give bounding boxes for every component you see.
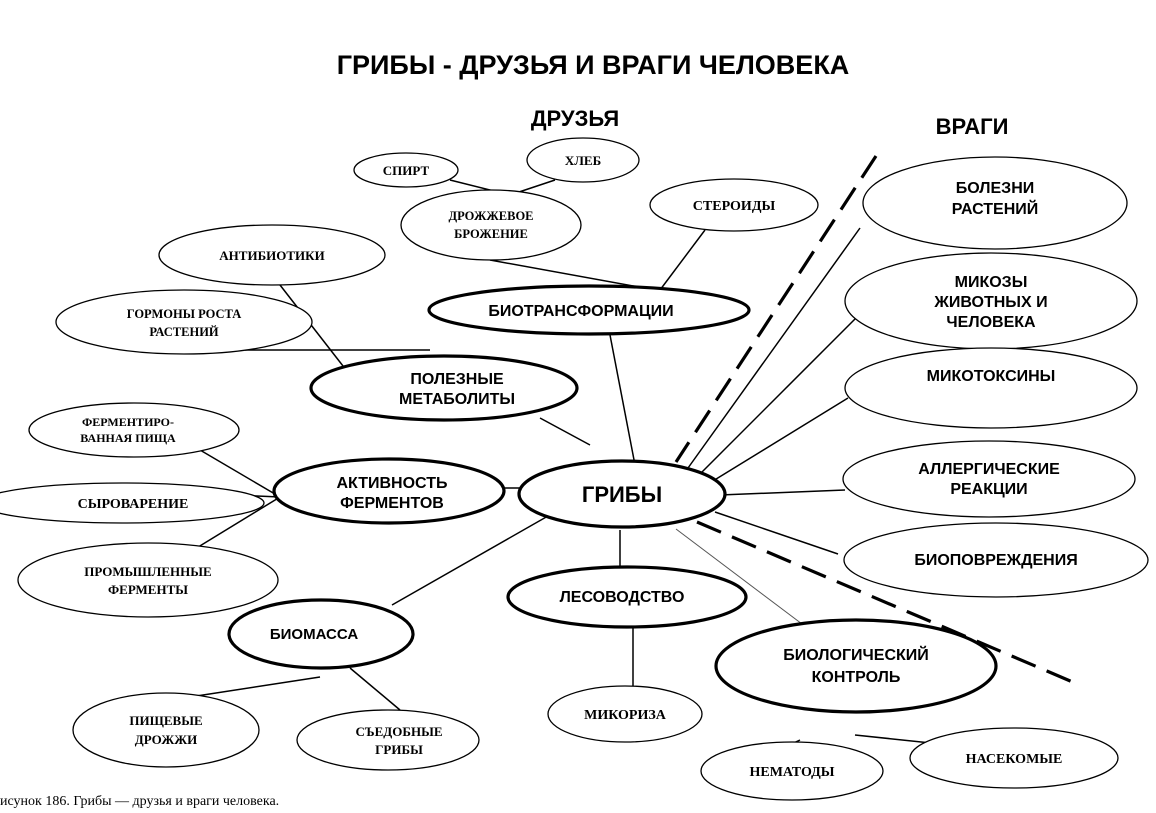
line-biomass-food-yeast [189, 676, 321, 698]
node-fermented-food-line2: ВАННАЯ ПИЩА [80, 431, 176, 445]
node-nematodes-label: НЕМАТОДЫ [749, 765, 834, 780]
line-biomass-edible [349, 667, 401, 711]
node-industrial-enzymes-line1: ПРОМЫШЛЕННЫЕ [84, 564, 211, 579]
node-mycoses: МИКОЗЫ ЖИВОТНЫХ И ЧЕЛОВЕКА [844, 252, 1138, 350]
enemies-heading: ВРАГИ [936, 114, 1009, 139]
line-steroids-biotransformation [659, 229, 706, 291]
node-growth-hormones-line1: ГОРМОНЫ РОСТА [127, 307, 242, 321]
node-center: ГРИБЫ [517, 459, 727, 529]
node-insects-label: НАСЕКОМЫЕ [966, 752, 1063, 767]
node-forestry-label: ЛЕСОВОДСТВО [560, 589, 685, 606]
node-enzymes-line1: АКТИВНОСТЬ [337, 475, 448, 492]
node-industrial-enzymes: ПРОМЫШЛЕННЫЕ ФЕРМЕНТЫ [17, 542, 279, 618]
friends-heading: ДРУЗЬЯ [531, 106, 619, 131]
node-center-label: ГРИБЫ [582, 482, 662, 507]
node-enzymes: АКТИВНОСТЬ ФЕРМЕНТОВ [272, 457, 506, 525]
node-forestry: ЛЕСОВОДСТВО [506, 565, 748, 629]
node-biotransformation-label: БИОТРАНСФОРМАЦИИ [488, 303, 673, 320]
separator-dashed-lower [696, 520, 1076, 685]
node-metabolites: ПОЛЕЗНЫЕ МЕТАБОЛИТЫ [309, 354, 579, 422]
diagram-title: ГРИБЫ - ДРУЗЬЯ И ВРАГИ ЧЕЛОВЕКА [337, 50, 850, 80]
node-biomass-label: БИОМАССА [270, 626, 358, 643]
node-bio-control: БИОЛОГИЧЕСКИЙ КОНТРОЛЬ [714, 618, 998, 714]
line-fermented-food-enzymes [199, 449, 281, 498]
node-steroids-label: СТЕРОИДЫ [693, 199, 776, 214]
node-metabolites-line1: ПОЛЕЗНЫЕ [410, 371, 504, 388]
node-alcohol: СПИРТ [353, 152, 459, 188]
node-bread-label: ХЛЕБ [565, 153, 601, 168]
node-plant-diseases: БОЛЕЗНИ РАСТЕНИЙ [862, 156, 1128, 250]
node-biodamage: БИОПОВРЕЖДЕНИЯ [843, 522, 1149, 598]
node-plant-diseases-line2: РАСТЕНИЙ [952, 199, 1039, 218]
figure-caption: исунок 186. Грибы — друзья и враги челов… [0, 794, 279, 809]
separator-dashed-upper [674, 155, 878, 463]
node-mycoses-line1: МИКОЗЫ [955, 274, 1028, 291]
node-fermented-food: ФЕРМЕНТИРО- ВАННАЯ ПИЩА [28, 402, 240, 458]
line-center-biocontrol [675, 528, 811, 631]
node-mycotoxins: МИКОТОКСИНЫ [844, 347, 1138, 429]
node-plant-diseases-line1: БОЛЕЗНИ [956, 180, 1035, 197]
node-steroids: СТЕРОИДЫ [649, 178, 819, 232]
node-cheese-making: СЫРОВАРЕНИЕ [0, 482, 265, 524]
node-food-yeast: ПИЩЕВЫЕ ДРОЖЖИ [72, 692, 260, 768]
node-mycoses-line2: ЖИВОТНЫХ И [933, 294, 1047, 311]
node-yeast-fermentation-line2: БРОЖЕНИЕ [454, 227, 528, 241]
node-food-yeast-line2: ДРОЖЖИ [135, 732, 197, 747]
line-biotransformation-center [609, 334, 636, 466]
node-biotransformation: БИОТРАНСФОРМАЦИИ [427, 284, 751, 336]
node-industrial-enzymes-line2: ФЕРМЕНТЫ [108, 582, 188, 597]
node-mycotoxins-label: МИКОТОКСИНЫ [927, 368, 1056, 385]
node-mycorrhiza-label: МИКОРИЗА [584, 708, 667, 723]
node-nematodes: НЕМАТОДЫ [700, 741, 884, 801]
node-yeast-fermentation-line1: ДРОЖЖЕВОЕ [448, 209, 533, 223]
node-insects: НАСЕКОМЫЕ [909, 727, 1119, 789]
node-bio-control-line1: БИОЛОГИЧЕСКИЙ [783, 645, 929, 664]
node-growth-hormones-line2: РАСТЕНИЙ [149, 325, 219, 339]
node-edible-mushrooms: СЪЕДОБНЫЕ ГРИБЫ [296, 709, 480, 771]
line-center-mycotoxins [707, 397, 849, 485]
node-bio-control-line2: КОНТРОЛЬ [812, 669, 901, 686]
line-center-biodamage [714, 511, 839, 555]
node-mycoses-line3: ЧЕЛОВЕКА [946, 314, 1036, 331]
node-edible-mushrooms-line2: ГРИБЫ [375, 742, 423, 757]
node-metabolites-line2: МЕТАБОЛИТЫ [399, 391, 515, 408]
node-edible-mushrooms-line1: СЪЕДОБНЫЕ [355, 724, 442, 739]
node-growth-hormones: ГОРМОНЫ РОСТА РАСТЕНИЙ [55, 289, 313, 355]
connector-lines [189, 179, 951, 761]
node-allergic-line1: АЛЛЕРГИЧЕСКИЕ [918, 461, 1060, 478]
line-center-plant-diseases [687, 227, 861, 469]
node-antibiotics-label: АНТИБИОТИКИ [219, 248, 324, 263]
node-allergic: АЛЛЕРГИЧЕСКИЕ РЕАКЦИИ [842, 440, 1136, 518]
node-mycorrhiza: МИКОРИЗА [547, 685, 703, 743]
node-antibiotics: АНТИБИОТИКИ [158, 224, 386, 286]
node-bread: ХЛЕБ [526, 137, 640, 183]
node-biomass: БИОМАССА [227, 598, 415, 670]
line-fermentation-biotransformation [489, 259, 656, 291]
line-center-biomass [391, 511, 556, 606]
node-cheese-making-label: СЫРОВАРЕНИЕ [78, 497, 189, 512]
line-center-allergic [719, 489, 846, 496]
line-industrial-enzymes [189, 496, 281, 553]
line-antibiotics-metabolites [279, 284, 351, 376]
node-allergic-line2: РЕАКЦИИ [950, 481, 1027, 498]
node-biodamage-label: БИОПОВРЕЖДЕНИЯ [914, 552, 1077, 569]
node-enzymes-line2: ФЕРМЕНТОВ [340, 495, 444, 512]
line-metabolites-center [539, 417, 591, 446]
node-alcohol-label: СПИРТ [383, 163, 430, 178]
node-food-yeast-line1: ПИЩЕВЫЕ [129, 713, 202, 728]
node-yeast-fermentation: ДРОЖЖЕВОЕ БРОЖЕНИЕ [400, 189, 582, 261]
node-fermented-food-line1: ФЕРМЕНТИРО- [82, 415, 174, 429]
line-center-mycoses [699, 317, 857, 475]
